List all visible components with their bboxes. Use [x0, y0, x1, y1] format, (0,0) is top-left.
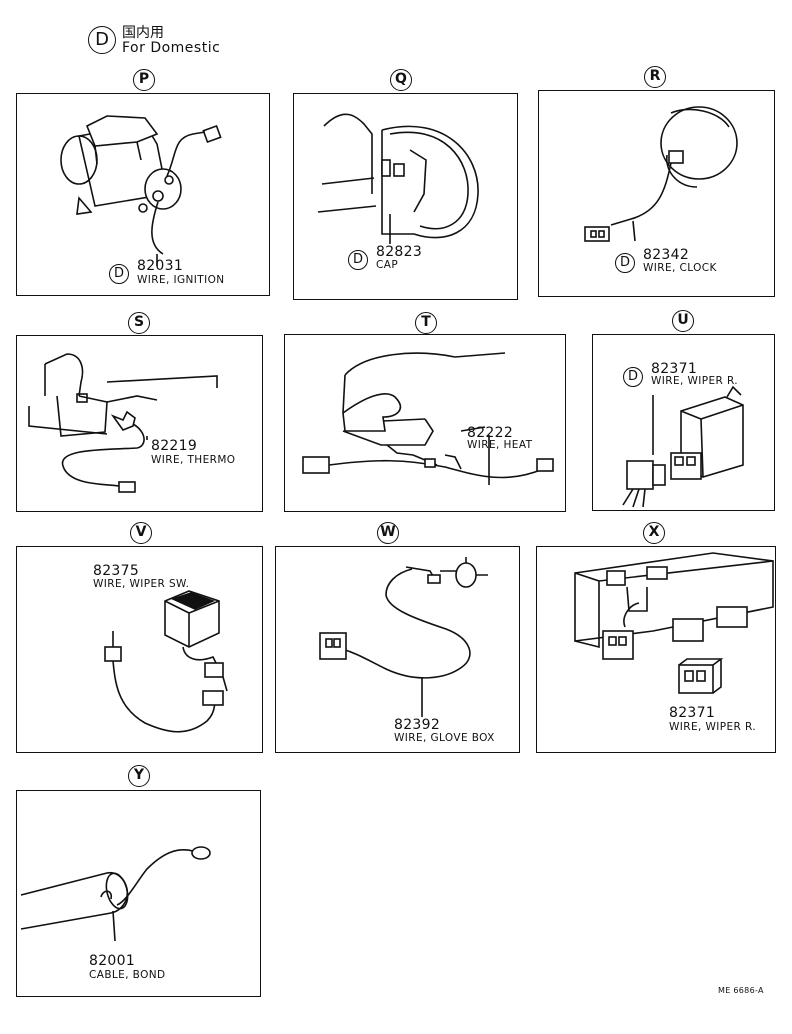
wiper-relay-illustration — [622, 385, 744, 508]
panel-letter-p: P — [133, 69, 155, 91]
ignition-coil-illustration — [60, 115, 222, 266]
part-name-v: WIRE, WIPER SW. — [93, 578, 190, 590]
domestic-mark-u: D — [623, 367, 643, 387]
panel-letter-w: W — [377, 522, 399, 544]
part-name-y: CABLE, BOND — [89, 969, 166, 981]
part-number-t: 82222 — [467, 425, 514, 441]
panel-p: D 82031 WIRE, IGNITION — [16, 93, 270, 296]
domestic-mark-q: D — [348, 250, 368, 270]
panel-w: 82392 WIRE, GLOVE BOX — [275, 546, 520, 753]
panel-letter-t: T — [415, 312, 437, 334]
bond-cable-illustration — [20, 846, 211, 942]
panel-t: 82222 WIRE, HEAT — [284, 334, 566, 512]
part-name-w: WIRE, GLOVE BOX — [394, 732, 495, 744]
panel-v: 82375 WIRE, WIPER SW. — [16, 546, 263, 753]
glove-box-wire-illustration — [319, 557, 488, 717]
wiper-switch-wire-illustration — [104, 590, 228, 733]
domestic-mark-r: D — [615, 253, 635, 273]
thermo-wire-illustration — [28, 353, 218, 493]
panel-letter-r: R — [644, 66, 666, 88]
panel-x: 82371 WIRE, WIPER R. — [536, 546, 776, 753]
part-number-s: 82219 — [151, 438, 198, 454]
part-number-u: 82371 — [651, 361, 698, 377]
header-japanese: 国内用 — [122, 25, 164, 41]
part-name-x: WIRE, WIPER R. — [669, 721, 757, 733]
panel-u: D 82371 WIRE, WIPER R. — [592, 334, 775, 511]
part-number-y: 82001 — [89, 953, 136, 969]
part-number-r: 82342 — [643, 247, 690, 263]
part-name-r: WIRE, CLOCK — [643, 262, 717, 274]
domestic-mark-p: D — [109, 264, 129, 284]
panel-letter-u: U — [672, 310, 694, 332]
part-number-w: 82392 — [394, 717, 441, 733]
part-number-v: 82375 — [93, 563, 140, 579]
panel-letter-v: V — [130, 522, 152, 544]
header-english: For Domestic — [122, 40, 221, 56]
panel-letter-q: Q — [390, 69, 412, 91]
figure-code: ME 6686-A — [718, 986, 764, 995]
part-name-q: CAP — [376, 259, 399, 271]
part-name-p: WIRE, IGNITION — [137, 274, 225, 286]
panel-y: 82001 CABLE, BOND — [16, 790, 261, 997]
part-number-x: 82371 — [669, 705, 716, 721]
junction-block-illustration — [574, 552, 774, 694]
domestic-symbol: D — [88, 26, 116, 54]
panel-r: D 82342 WIRE, CLOCK — [538, 90, 775, 297]
panel-letter-s: S — [128, 312, 150, 334]
panel-q: D 82823 CAP — [293, 93, 518, 300]
part-name-t: WIRE, HEAT — [467, 439, 533, 451]
part-number-p: 82031 — [137, 258, 184, 274]
panel-letter-y: Y — [128, 765, 150, 787]
clock-wire-illustration — [584, 106, 738, 242]
heat-wire-illustration — [302, 352, 554, 485]
gauge-cap-illustration — [317, 113, 479, 244]
panel-letter-x: X — [643, 522, 665, 544]
part-number-q: 82823 — [376, 244, 423, 260]
part-name-s: WIRE, THERMO — [151, 454, 236, 466]
panel-s: 82219 WIRE, THERMO — [16, 335, 263, 512]
part-name-u: WIRE, WIPER R. — [651, 375, 739, 387]
